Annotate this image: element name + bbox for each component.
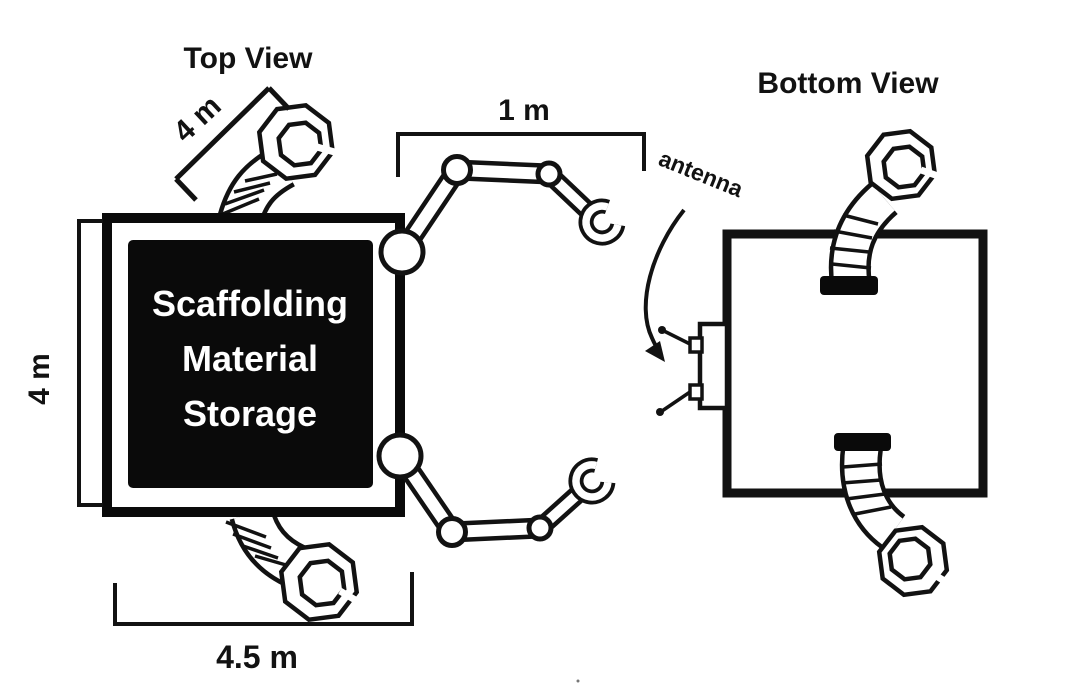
gripper-claw-lower-left: [278, 541, 360, 623]
articulated-arm-lower-right: [376, 432, 616, 548]
speck-artifact: [576, 679, 580, 683]
dimension-bracket: [396, 132, 646, 177]
arm-joint-elbow: [436, 516, 468, 548]
flexible-arm-top: [828, 182, 899, 288]
arm-segment-lines: [217, 172, 278, 218]
flexible-arm-lower-left: [225, 507, 308, 589]
arm-joint-wrist: [526, 514, 554, 542]
dimension-label-1m: 1 m: [498, 94, 550, 127]
arm-joint-wrist: [535, 160, 563, 188]
antenna-assembly: [656, 321, 730, 416]
antenna-connector-bottom: [688, 383, 704, 401]
dimension-arm-reach: 1 m: [396, 94, 646, 177]
bottom-view-title: Bottom View: [757, 67, 939, 100]
arm-joint-shoulder: [376, 432, 424, 480]
dimension-bracket: [174, 86, 291, 202]
flexible-arm-bottom: [839, 445, 907, 550]
bottom-view-assembly: Bottom View: [656, 67, 988, 598]
storage-label-line-3: Storage: [183, 393, 317, 434]
gripper-opening: [316, 143, 339, 157]
antenna-tip-top: [658, 326, 666, 334]
arm-mount-bracket-bottom: [834, 433, 891, 451]
antenna-connector-top: [688, 336, 704, 354]
antenna-wire-top: [663, 329, 691, 346]
arm-mount-bracket-top: [820, 276, 878, 295]
antenna-wire-bottom: [661, 390, 691, 413]
storage-panel: [128, 240, 373, 488]
dimension-body-side: 4 m: [23, 219, 103, 507]
gripper-opening: [928, 569, 948, 585]
storage-label-line-2: Material: [182, 338, 318, 379]
dimension-bracket: [77, 219, 103, 507]
top-view-assembly: Scaffolding Material Storage: [23, 42, 646, 675]
arm-joint-shoulder: [378, 228, 426, 276]
arm-joint-elbow: [441, 154, 473, 186]
antenna-arrowhead-icon: [645, 341, 665, 362]
gripper-claw-bottom: [876, 524, 950, 598]
flexible-arm-upper-left: [217, 145, 296, 227]
gripper-claw-top: [864, 128, 940, 202]
dimension-base-width: 4.5 m: [113, 572, 414, 675]
storage-label-line-1: Scaffolding: [152, 283, 348, 324]
gripper-opening: [338, 587, 359, 605]
dimension-label-4-5m: 4.5 m: [216, 639, 298, 675]
antenna-tip-bottom: [656, 408, 664, 416]
antenna-housing: [697, 321, 730, 411]
antenna-label: antenna: [655, 145, 747, 202]
gripper-claw-upper-left: [256, 102, 339, 182]
top-view-title: Top View: [184, 42, 314, 75]
articulated-arm-upper-right: [378, 154, 626, 276]
arm-segment-lines: [829, 213, 879, 270]
dimension-label-4m-vertical: 4 m: [23, 353, 56, 405]
dimension-bracket: [113, 572, 414, 626]
arm-segment-lines: [841, 462, 892, 516]
gripper-opening: [919, 166, 940, 180]
arm-segment-lines: [225, 520, 287, 567]
